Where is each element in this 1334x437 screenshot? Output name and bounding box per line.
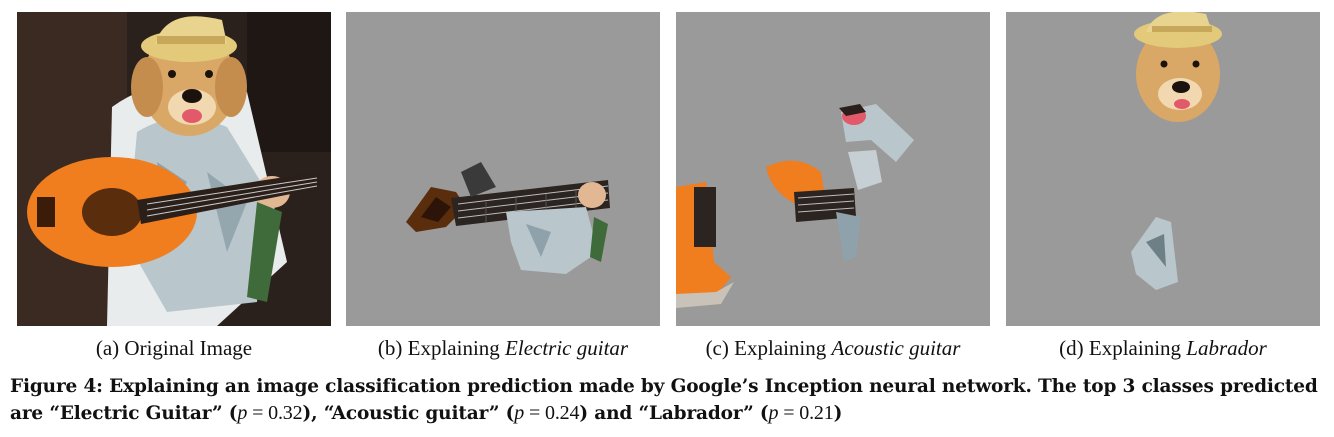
subcaption-d-class: Labrador: [1186, 336, 1267, 360]
subcaption-c-class: Acoustic guitar: [831, 336, 961, 360]
caption-p-acoustic: p = 0.24: [514, 402, 580, 424]
caption-part3: ) and “Labrador” (: [579, 403, 769, 424]
subcaption-a-text: (a) Original Image: [95, 336, 253, 360]
subcaption-b-prefix: (b) Explaining: [377, 336, 506, 360]
caption-p-electric: p = 0.32: [237, 402, 303, 424]
acoustic-guitar-explanation-panel: [676, 12, 990, 326]
subcaption-d: (d) Explaining Labrador: [1006, 334, 1320, 362]
figure-caption: Figure 4: Explaining an image classifica…: [10, 374, 1326, 427]
caption-p-labrador: p = 0.21: [768, 402, 834, 424]
subcaption-d-prefix: (d) Explaining: [1059, 336, 1187, 360]
original-image: [17, 12, 331, 326]
electric-guitar-explanation-image: [346, 12, 660, 326]
subcaption-c-prefix: (c) Explaining: [705, 336, 832, 360]
acoustic-guitar-explanation-image: [676, 12, 990, 326]
subcaption-c: (c) Explaining Acoustic guitar: [668, 334, 998, 362]
caption-part2: ), “Acoustic guitar” (: [302, 403, 515, 424]
labrador-explanation-panel: [1006, 12, 1320, 326]
original-image-panel: [17, 12, 331, 326]
subcaption-a: (a) Original Image: [17, 334, 331, 362]
labrador-explanation-image: [1006, 12, 1320, 326]
electric-guitar-explanation-panel: [346, 12, 660, 326]
caption-part1: Figure 4: Explaining an image classifica…: [10, 376, 1318, 424]
caption-part4: ): [833, 403, 843, 424]
subcaption-b: (b) Explaining Electric guitar: [338, 334, 668, 362]
subcaption-b-class: Electric guitar: [505, 336, 629, 360]
